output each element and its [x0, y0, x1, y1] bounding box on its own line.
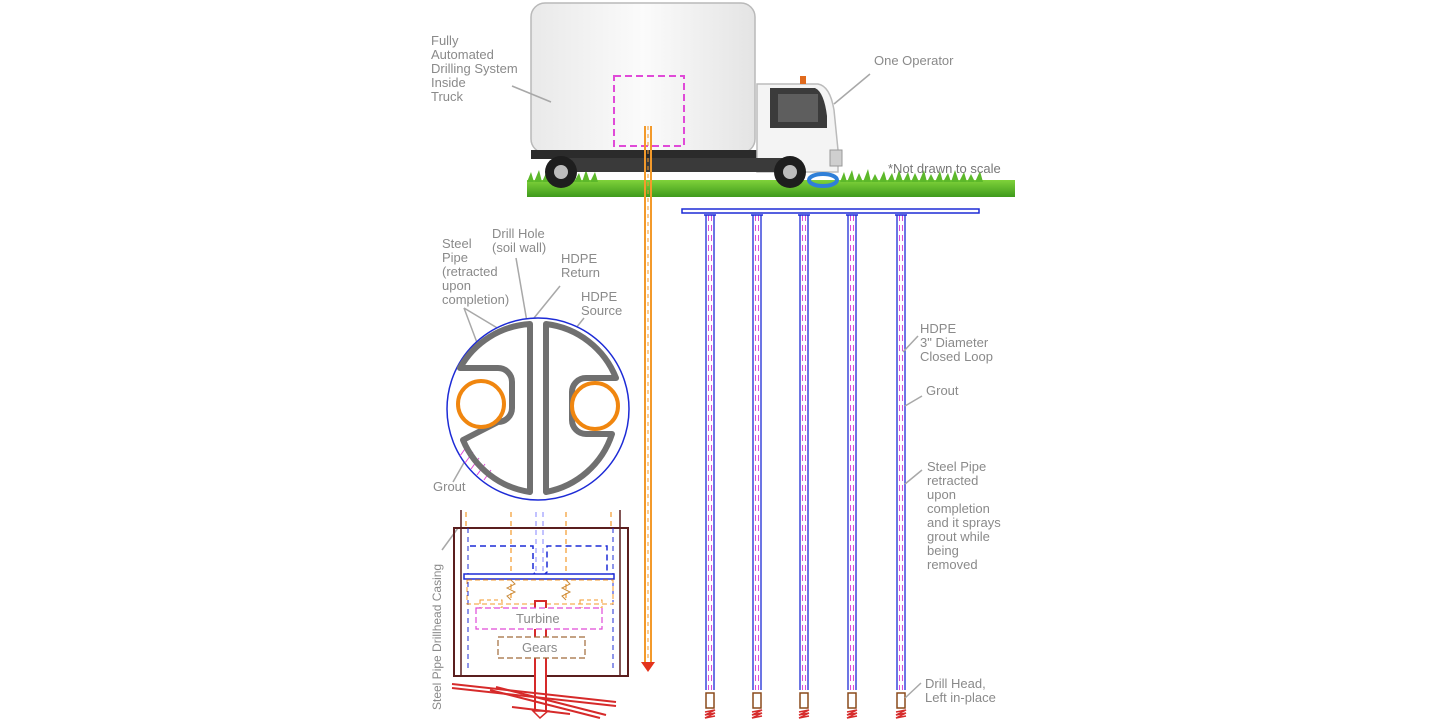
drill-head-3	[799, 692, 809, 709]
gears-label: Gears	[522, 640, 558, 655]
steel-pipe-left	[456, 379, 506, 429]
borehole-cross-section	[446, 317, 630, 501]
hdpe-header-pipe	[681, 208, 980, 214]
grout-bore-label: Grout	[926, 383, 959, 398]
truck-rear-wheel	[545, 156, 577, 188]
steel-pipe-bore-label: Steel Pipe retracted upon completion and…	[927, 459, 1001, 572]
steel-pipe-section-label: Steel Pipe (retracted upon completion)	[442, 236, 510, 307]
hdpe-return-label: HDPE Return	[561, 251, 601, 280]
casing-label: Steel Pipe Drillhead Casing	[430, 563, 444, 710]
borehole-3	[798, 214, 810, 719]
drill-direction-arrow	[641, 662, 655, 672]
drill-head-4	[847, 692, 857, 709]
turbine-box	[475, 607, 603, 630]
grout-section-label: Grout	[433, 479, 466, 494]
hdpe-source-label: HDPE Source	[581, 289, 623, 318]
drill-head-2	[752, 692, 762, 709]
hdpe-return-tube	[457, 321, 533, 495]
scale-note: *Not drawn to scale	[888, 161, 1001, 176]
drill-hole-label: Drill Hole (soil wall)	[492, 226, 547, 255]
borehole-array	[681, 208, 980, 719]
borehole-5	[895, 214, 907, 719]
truck	[527, 2, 1015, 197]
drill-head-label: Drill Head, Left in-place	[925, 676, 996, 705]
truck-cargo-box	[530, 2, 756, 154]
borehole-1	[704, 214, 716, 719]
turbine-label: Turbine	[516, 611, 560, 626]
steel-pipe-right	[570, 381, 620, 431]
drill-head-1	[705, 692, 715, 709]
drill-hole-wall	[446, 317, 630, 501]
hose-coil	[807, 172, 839, 188]
truck-system-label: Fully Automated Drilling System Inside T…	[431, 33, 518, 104]
operator-label: One Operator	[874, 53, 954, 68]
drill-head-5	[896, 692, 906, 709]
drilling-system-marker	[613, 75, 685, 147]
borehole-4	[846, 214, 858, 719]
truck-front-wheel	[774, 156, 806, 188]
hdpe-loop-label: HDPE 3" Diameter Closed Loop	[920, 321, 993, 364]
gears-box	[497, 636, 586, 659]
borehole-2	[751, 214, 763, 719]
main-drill-pipe	[641, 126, 655, 672]
drillhead-detail	[451, 510, 629, 720]
